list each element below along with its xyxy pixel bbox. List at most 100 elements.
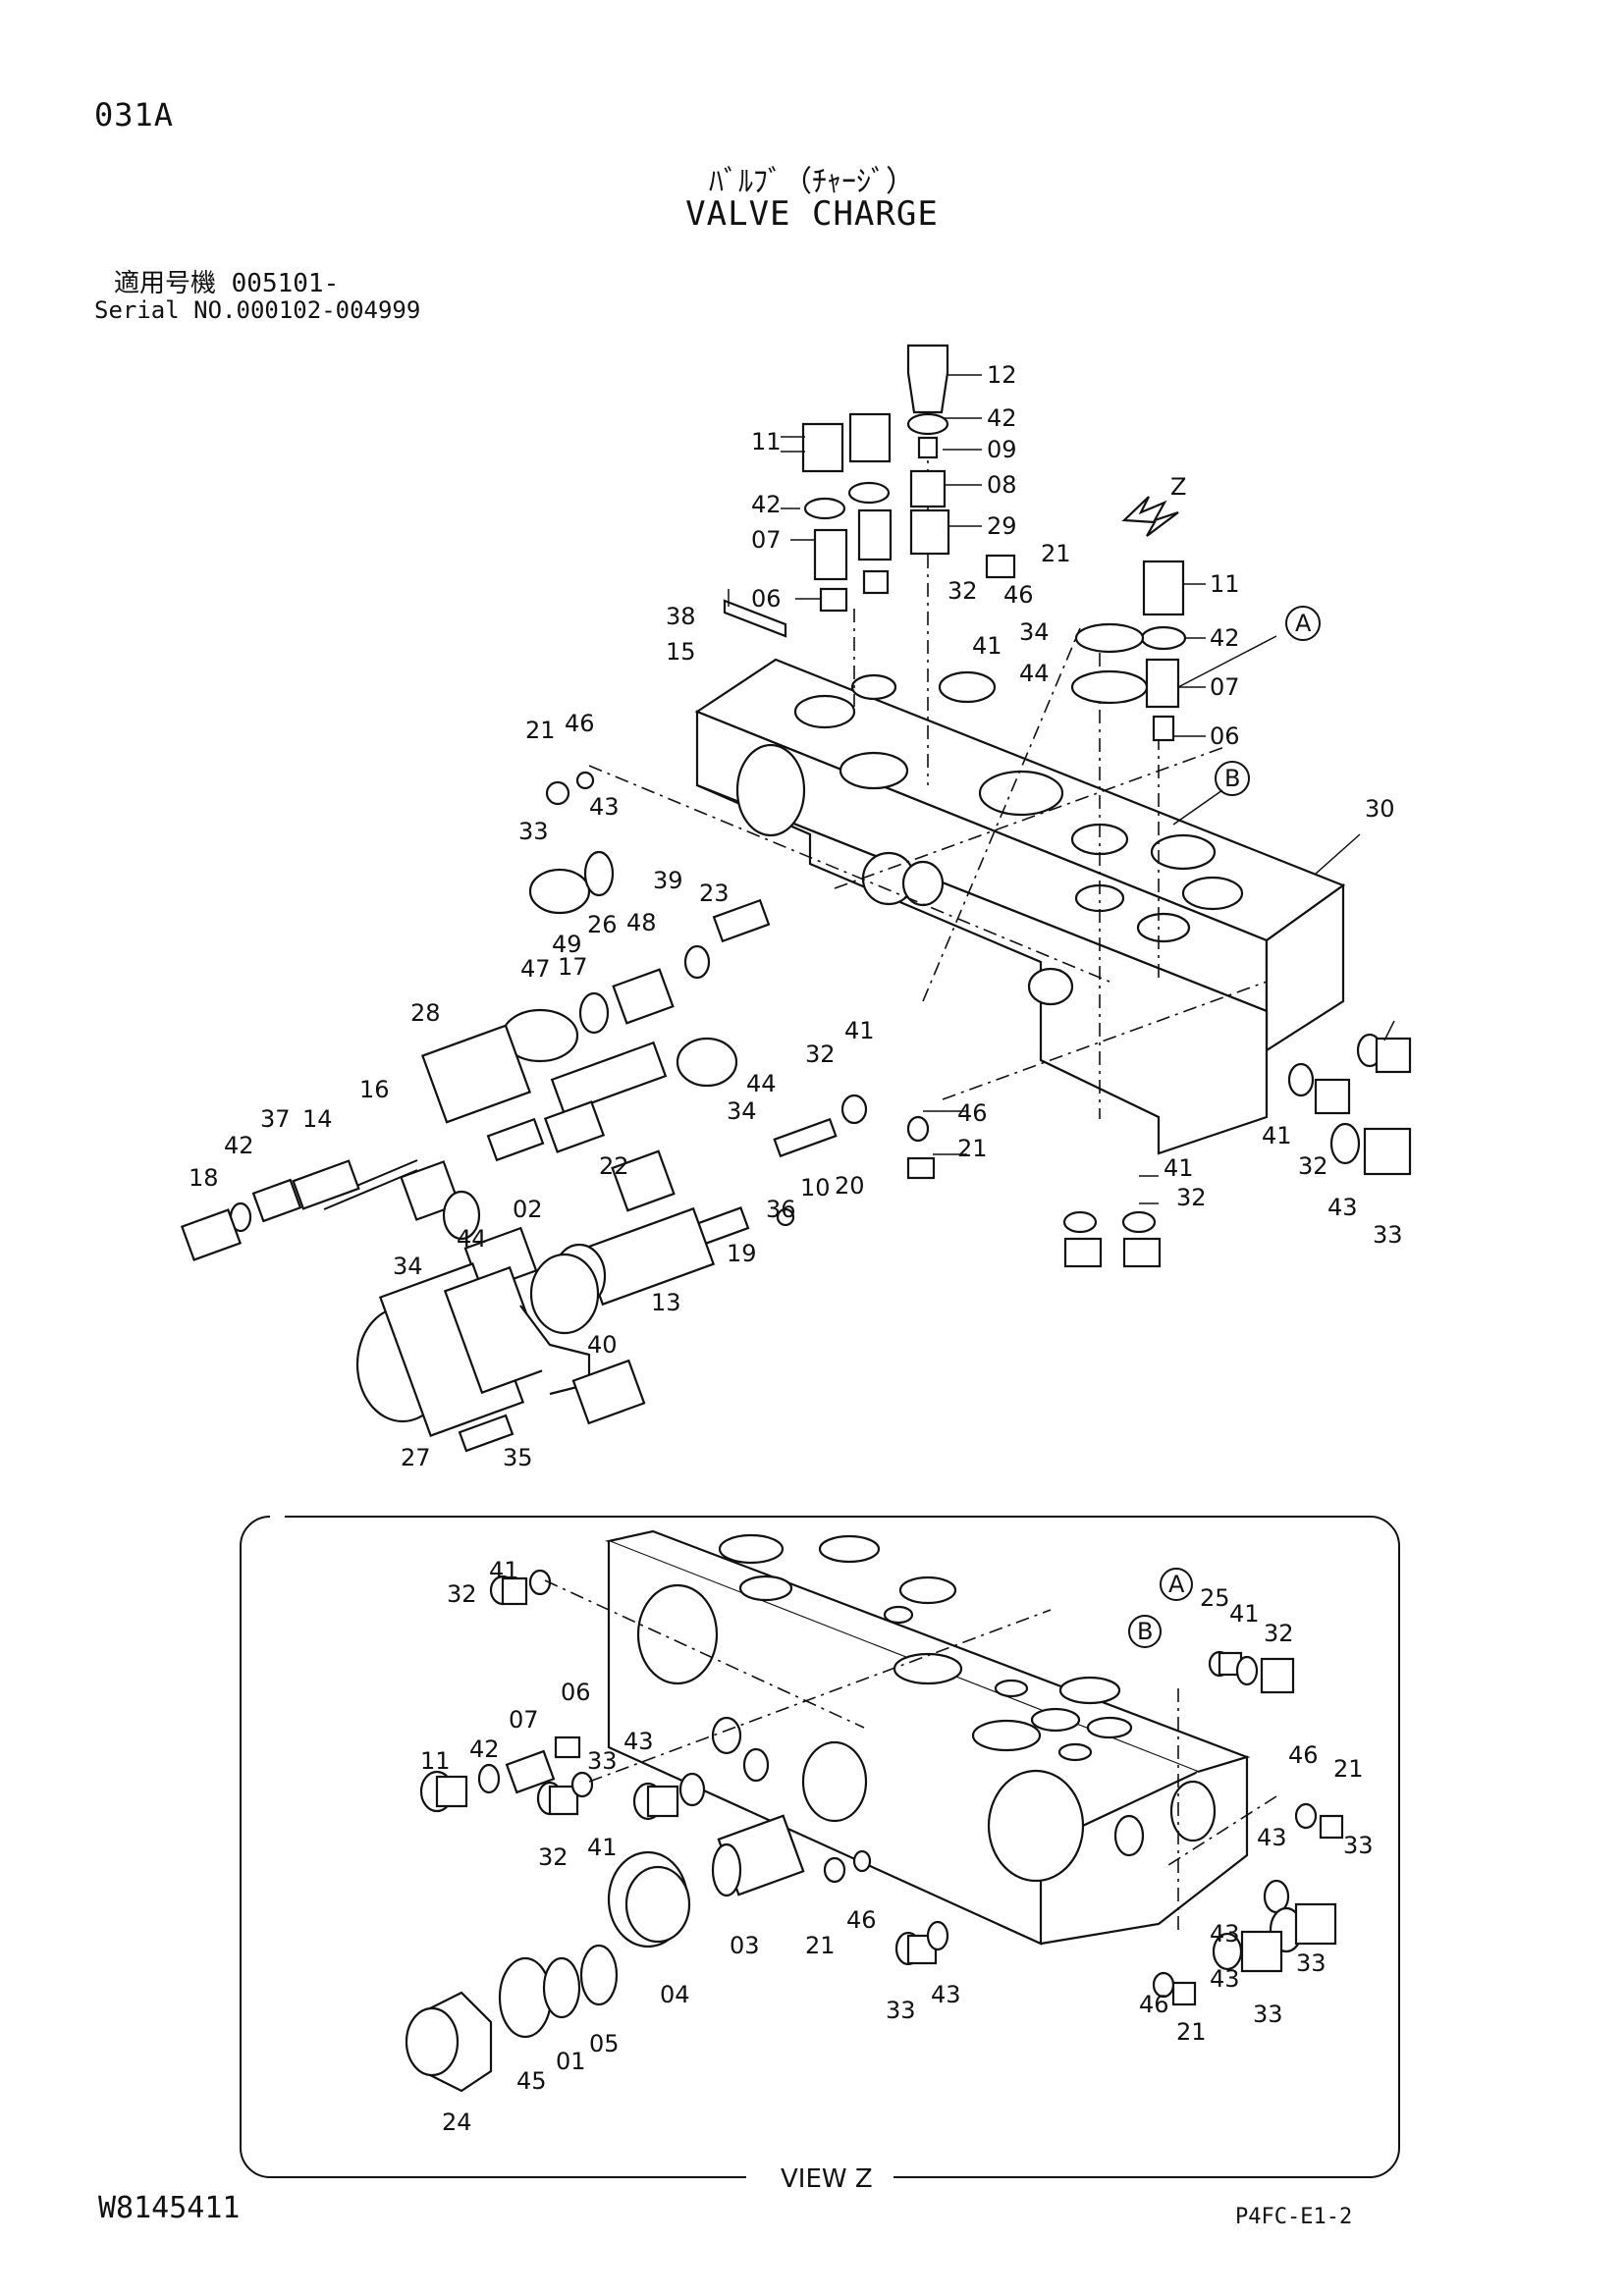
callout-label: 47: [520, 955, 551, 983]
callout-label: 26: [587, 911, 618, 938]
callout-label: B: [1224, 765, 1240, 792]
view-direction-label: Z: [1170, 473, 1186, 501]
callout-label: 43: [589, 793, 620, 821]
callout-label: 32: [1264, 1620, 1294, 1647]
callout-label: 43: [1210, 1965, 1240, 1993]
callout-label: 09: [987, 436, 1017, 463]
callout-label: 43: [1210, 1920, 1240, 1948]
callout-label: 21: [957, 1135, 988, 1162]
callout-label: 29: [987, 512, 1017, 540]
callout-label: 06: [751, 585, 782, 613]
callout-label: 21: [525, 717, 556, 744]
view-z-panel: [240, 1516, 1400, 2178]
callout-label: 12: [987, 361, 1017, 389]
callout-label: 32: [538, 1843, 568, 1871]
callout-label: 11: [420, 1747, 451, 1775]
callout-label: 43: [623, 1728, 654, 1755]
callout-label: 15: [666, 638, 696, 666]
callout-label: 20: [835, 1172, 865, 1200]
callout-label: 38: [666, 603, 696, 630]
page-reference: P4FC-E1-2: [1235, 2205, 1353, 2229]
callout-label: 41: [1164, 1154, 1194, 1182]
callout-label: 32: [947, 577, 978, 605]
callout-label: 33: [587, 1747, 618, 1775]
callout-label: 05: [589, 2030, 620, 2057]
callout-label: 34: [1019, 618, 1050, 646]
callout-label: 11: [1210, 570, 1240, 598]
callout-label: 43: [1327, 1194, 1358, 1221]
callout-label: 41: [489, 1557, 519, 1584]
callout-label: 41: [1262, 1122, 1292, 1149]
callout-label: 39: [653, 867, 683, 894]
callout-label: 34: [393, 1253, 423, 1280]
callout-label: 41: [844, 1017, 875, 1044]
reference-circle-icon: [1215, 606, 1321, 796]
view-direction-arrow-icon: [1121, 496, 1179, 537]
callout-label: 43: [1257, 1824, 1287, 1851]
callout-label: 46: [1139, 1991, 1169, 2018]
callout-label: 07: [509, 1706, 539, 1734]
callout-label: 42: [1210, 624, 1240, 652]
callout-label: 07: [751, 526, 782, 554]
callout-label: 06: [1210, 722, 1240, 750]
callout-label: 33: [1343, 1832, 1374, 1859]
callout-label: 08: [987, 471, 1017, 499]
page-title: VALVE CHARGE: [685, 194, 939, 234]
callout-label: 19: [727, 1240, 757, 1267]
serial-range-japanese: 適用号機 005101-: [114, 269, 340, 298]
callout-label: 46: [1288, 1741, 1319, 1769]
callout-label: 44: [746, 1070, 777, 1097]
callout-label: 04: [660, 1981, 690, 2008]
callout-label: 33: [1296, 1949, 1326, 1977]
callout-label: 06: [561, 1679, 591, 1706]
top-cartridge-stack: [723, 344, 1187, 742]
callout-label: 30: [1365, 795, 1395, 823]
callout-label: 22: [599, 1152, 629, 1180]
callout-label: 41: [972, 632, 1002, 660]
callout-label: 43: [931, 1981, 961, 2008]
callout-label: 17: [558, 953, 588, 981]
callout-label: 18: [189, 1164, 219, 1192]
callout-label: 42: [751, 491, 782, 518]
callout-label: 42: [987, 404, 1017, 432]
callout-label: 41: [587, 1834, 618, 1861]
callout-label: 33: [886, 1997, 916, 2024]
callout-label: 01: [556, 2048, 586, 2075]
callout-label: 46: [565, 710, 595, 737]
title-japanese: ﾊﾞﾙﾌﾞ（ﾁｬｰｼﾞ）: [709, 165, 915, 199]
serial-range: Serial NO.000102-004999: [94, 296, 421, 324]
callout-label: 44: [457, 1225, 487, 1253]
callout-label: 34: [727, 1097, 757, 1125]
callout-label: 21: [1333, 1755, 1364, 1783]
callout-label: 10: [800, 1174, 831, 1201]
callout-labels-view-z: 41 A 32 25 41 32 B 06 07 42 43 11 33 46 …: [420, 1557, 1374, 2136]
callout-label: 46: [846, 1906, 877, 1934]
callout-label: 24: [442, 2109, 472, 2136]
callout-label: 33: [1253, 2001, 1283, 2028]
callout-label: 36: [766, 1196, 796, 1223]
callout-labels-main: 12 42 09 11 08 42 29 07 21 06 32 46 11 3…: [189, 361, 1403, 1471]
callout-label: 33: [518, 818, 549, 845]
callout-label: 32: [1298, 1152, 1328, 1180]
callout-label: 44: [1019, 660, 1050, 687]
callout-label: 07: [1210, 673, 1240, 701]
callout-label: 49: [552, 931, 582, 958]
callout-label: 25: [1200, 1584, 1230, 1612]
callout-label: 21: [1041, 540, 1071, 567]
main-exploded-view: [180, 344, 1412, 1453]
callout-label: 03: [730, 1932, 760, 1959]
callout-label: 46: [1003, 581, 1034, 609]
callout-label: A: [1168, 1571, 1185, 1598]
callout-label: 32: [447, 1580, 477, 1608]
callout-label: 16: [359, 1076, 390, 1103]
callout-label: 21: [1176, 2018, 1207, 2046]
callout-label: 42: [469, 1735, 500, 1763]
callout-label: B: [1137, 1618, 1153, 1645]
callout-label: 37: [260, 1105, 291, 1133]
left-exploded-parts: [180, 771, 1412, 1453]
callout-label: 32: [805, 1041, 836, 1068]
callout-label: 28: [410, 999, 441, 1027]
callout-label: 32: [1176, 1184, 1207, 1211]
callout-label: 40: [587, 1331, 618, 1359]
